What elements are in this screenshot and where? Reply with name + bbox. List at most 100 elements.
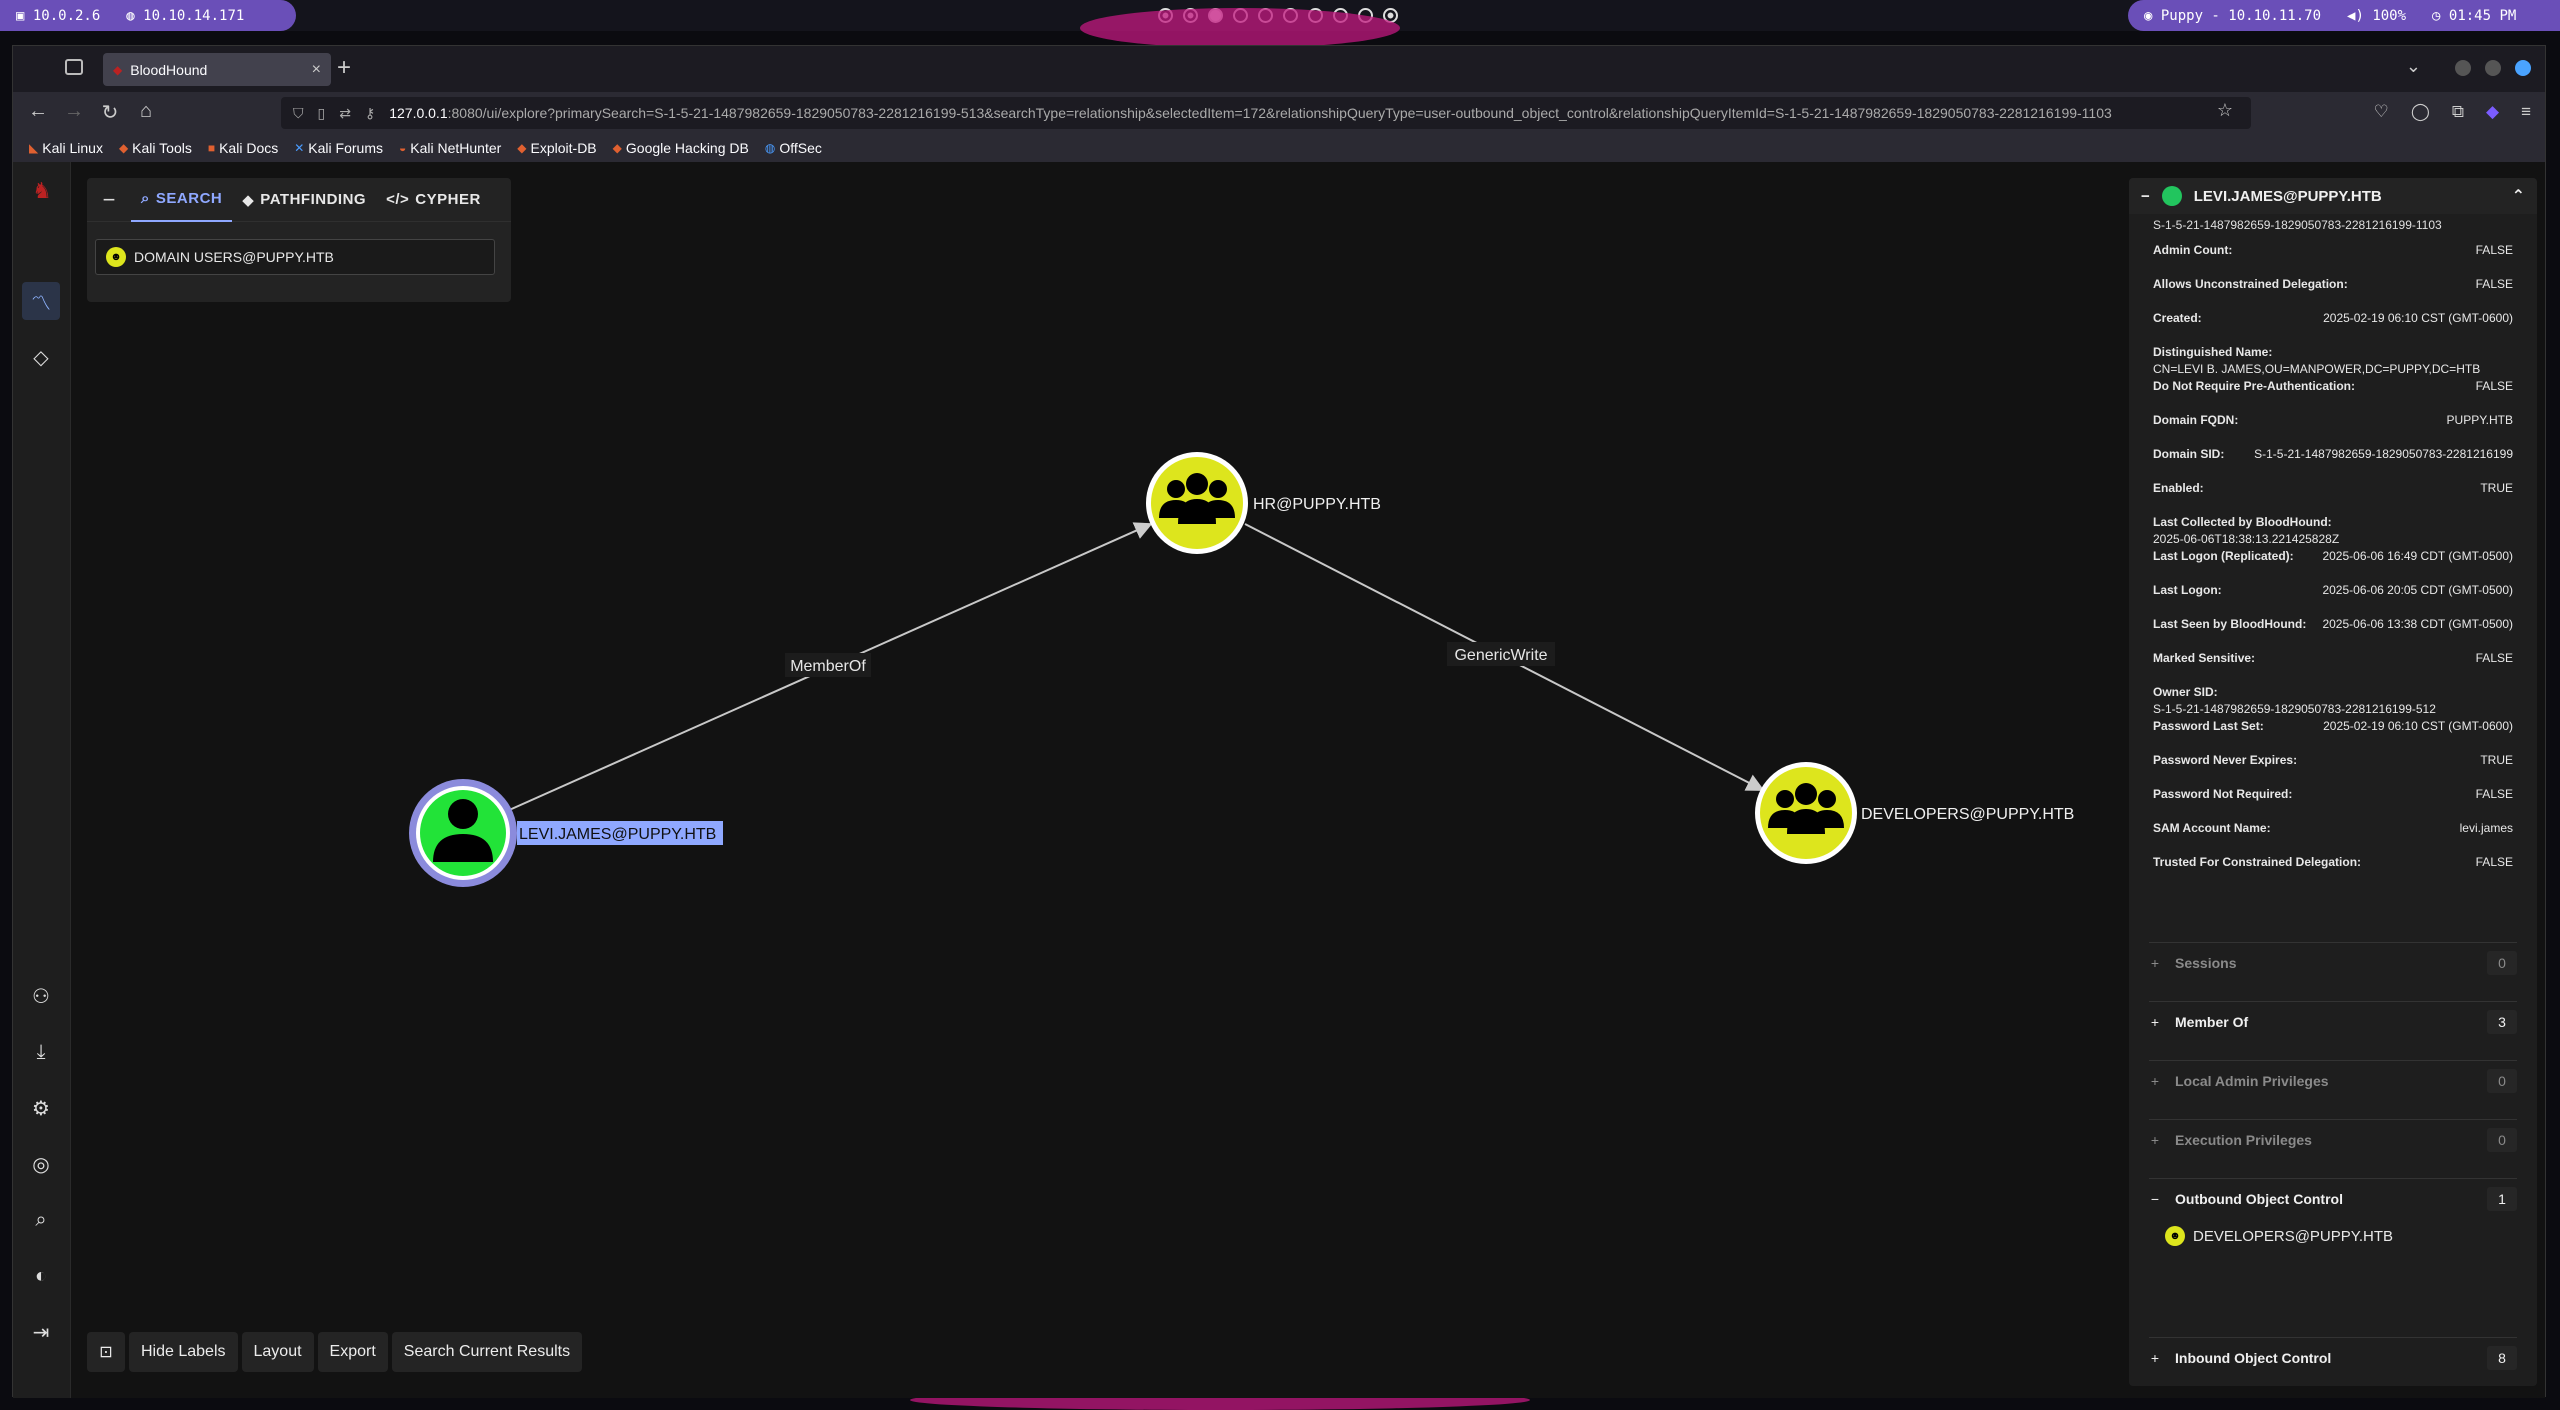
tab-pathfinding-label: PATHFINDING — [260, 191, 367, 208]
bookmark-offsec[interactable]: ◍OffSec — [765, 140, 822, 156]
user-settings-icon[interactable]: ⚙ — [32, 1097, 50, 1120]
node-developers[interactable]: DEVELOPERS@PUPPY.HTB — [1755, 762, 2074, 864]
collapse-icon: − — [2150, 1190, 2160, 1207]
search-current-results-button[interactable]: Search Current Results — [391, 1332, 583, 1372]
property-value: FALSE — [2475, 787, 2513, 801]
node-levi-james[interactable]: LEVI.JAMES@PUPPY.HTB — [409, 779, 723, 887]
permissions-icon[interactable]: ⇄ — [339, 104, 351, 121]
new-tab-button[interactable]: + — [337, 54, 352, 81]
home-button[interactable]: ⌂ — [139, 100, 153, 122]
property-row: Marked Sensitive: FALSE — [2153, 651, 2513, 665]
pathfinding-icon: ◆ — [242, 191, 255, 209]
group-icon: ☻ — [2165, 1226, 2185, 1246]
vm-ip-indicator[interactable]: ▣ 10.0.2.6 — [16, 7, 101, 24]
property-key: Allows Unconstrained Delegation: — [2153, 277, 2348, 291]
theme-toggle-icon[interactable]: ◐ — [34, 1264, 48, 1287]
volume-label: 100% — [2372, 7, 2407, 24]
close-tab-icon[interactable]: × — [311, 60, 321, 78]
property-row: Created:2025-02-19 06:10 CST (GMT-0600) — [2153, 311, 2513, 325]
list-tabs-chevron-icon[interactable]: ⌄ — [2405, 56, 2421, 76]
bookmark-google-hacking-db[interactable]: ◆Google Hacking DB — [613, 140, 749, 156]
gem-icon[interactable]: ◇ — [33, 346, 49, 369]
explore-icon[interactable]: 〽 — [22, 282, 60, 320]
graph-canvas[interactable]: MemberOf GenericWrite LEVI.JAMES@PUPPY.H… — [71, 162, 2121, 1398]
search-input[interactable]: ☻ DOMAIN USERS@PUPPY.HTB — [95, 239, 495, 275]
addon-icon[interactable]: ◆ — [2486, 102, 2500, 121]
graph-controls: ⊡ Hide Labels Layout Export Search Curre… — [87, 1332, 583, 1372]
bookmark-kali-linux[interactable]: ◣Kali Linux — [29, 140, 103, 156]
compass-icon[interactable]: ◎ — [32, 1153, 50, 1176]
property-value: S-1-5-21-1487982659-1829050783-228121619… — [2153, 702, 2436, 716]
crop-fit-button[interactable]: ⊡ — [87, 1332, 125, 1372]
bookmark-kali-tools[interactable]: ◆Kali Tools — [119, 140, 192, 156]
key-icon[interactable]: ⚷ — [364, 104, 376, 121]
tab-search[interactable]: ⌕SEARCH — [131, 178, 233, 222]
wallpaper-decoration — [1080, 8, 1400, 48]
menu-icon[interactable]: ≡ — [2521, 102, 2531, 121]
pocket-icon[interactable]: ♡ — [2373, 102, 2389, 121]
user-icon[interactable]: ⚇ — [32, 985, 50, 1008]
tab-pathfinding[interactable]: ◆ PATHFINDING — [232, 178, 376, 222]
bookmark-exploit-db[interactable]: ◆Exploit-DB — [517, 140, 596, 156]
extensions-icon[interactable]: ⧉ — [2451, 102, 2464, 121]
edge-label-genericwrite[interactable]: GenericWrite — [1454, 647, 1547, 664]
bloodhound-logo-icon[interactable]: ♞ — [32, 178, 52, 203]
detail-body[interactable]: S-1-5-21-1487982659-1829050783-228121619… — [2129, 214, 2537, 1386]
reload-button[interactable]: ↻ — [101, 102, 119, 124]
section-label: Execution Privileges — [2175, 1131, 2312, 1148]
property-key: Marked Sensitive: — [2153, 651, 2256, 665]
property-row: Distinguished Name: CN=LEVI B. JAMES,OU=M… — [2153, 345, 2513, 376]
page-icon[interactable]: ▯ — [317, 104, 326, 121]
shield-icon[interactable]: ⛉ — [293, 104, 304, 121]
edge-label-memberof[interactable]: MemberOf — [790, 658, 866, 675]
node-hr[interactable]: HR@PUPPY.HTB — [1146, 452, 1381, 554]
collapse-detail-button[interactable]: − — [2141, 187, 2150, 205]
exploit-db-icon: ◆ — [517, 141, 527, 155]
chevrons-up-icon[interactable]: ⌃ — [2511, 188, 2525, 205]
hide-labels-button[interactable]: Hide Labels — [129, 1332, 238, 1372]
tab-cypher[interactable]: </>CYPHER — [376, 178, 491, 222]
bookmark-label: Kali Docs — [219, 140, 279, 156]
bookmark-kali-nethunter[interactable]: ◒Kali NetHunter — [399, 140, 501, 156]
forward-button[interactable]: → — [64, 100, 84, 122]
property-key: Trusted For Constrained Delegation: — [2153, 855, 2362, 869]
export-button[interactable]: Export — [317, 1332, 388, 1372]
property-key: Distinguished Name: — [2153, 345, 2273, 359]
vpn-ip-indicator[interactable]: ◍ 10.10.14.171 — [126, 7, 245, 24]
minimize-button[interactable] — [2455, 60, 2471, 76]
url-bar[interactable]: ⛉ ▯ ⇄ ⚷ 127.0.0.1:8080/ui/explore?primar… — [281, 97, 2251, 129]
clock: ◷ 01:45 PM — [2432, 7, 2517, 24]
logout-icon[interactable]: ⇥ — [32, 1321, 50, 1344]
bookmark-label: OffSec — [779, 140, 822, 156]
bookmark-kali-docs[interactable]: ■Kali Docs — [208, 140, 278, 156]
tab-bloodhound[interactable]: ◆ BloodHound × — [103, 53, 331, 86]
url-host: 127.0.0.1 — [389, 105, 448, 121]
account-icon[interactable]: ◯ — [2410, 102, 2430, 121]
property-value: CN=LEVI B. JAMES,OU=MANPOWER,DC=PUPPY,DC… — [2153, 362, 2481, 376]
outbound-object-item[interactable]: ☻ DEVELOPERS@PUPPY.HTB — [2165, 1226, 2393, 1246]
window-controls — [2455, 60, 2531, 76]
graph-svg[interactable]: MemberOf GenericWrite LEVI.JAMES@PUPPY.H… — [71, 162, 2121, 1398]
back-button[interactable]: ← — [28, 100, 48, 122]
tab-overview-icon[interactable] — [65, 59, 83, 75]
bookmark-kali-forums[interactable]: ✕Kali Forums — [294, 140, 383, 156]
target-indicator: ◉ Puppy - 10.10.11.70 — [2144, 7, 2322, 24]
property-value: FALSE — [2475, 651, 2513, 665]
maximize-button[interactable] — [2485, 60, 2501, 76]
tab-bar: ◆ BloodHound × + ⌄ — [13, 46, 2545, 92]
volume-indicator[interactable]: ◀) 100% — [2347, 7, 2407, 24]
layout-button[interactable]: Layout — [241, 1332, 314, 1372]
bookmark-star-icon[interactable]: ☆ — [2216, 100, 2233, 120]
collapse-panel-button[interactable]: − — [102, 186, 116, 212]
navigation-bar: ← → ↻ ⌂ ⛉ ▯ ⇄ ⚷ 127.0.0.1:8080/ui/explor… — [13, 92, 2545, 134]
section-count: 0 — [2487, 1127, 2517, 1152]
download-icon[interactable]: ⤓ — [36, 1040, 46, 1063]
close-window-button[interactable] — [2515, 60, 2531, 76]
search-docs-icon[interactable]: ⌕ — [35, 1208, 47, 1231]
